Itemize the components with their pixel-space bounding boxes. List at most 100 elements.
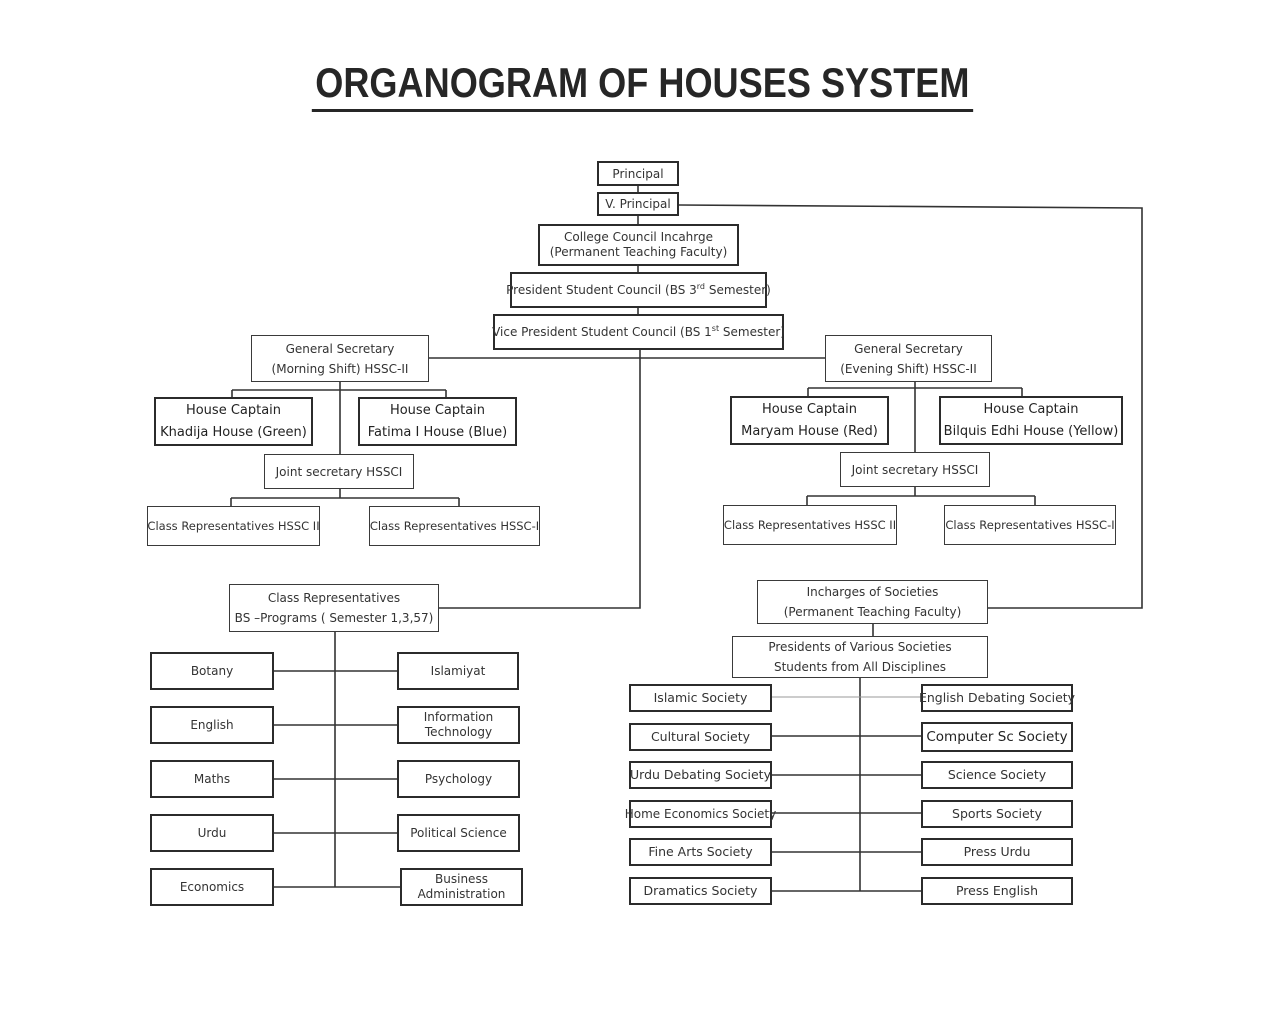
subject-box: Economics xyxy=(150,868,274,906)
society-box: Dramatics Society xyxy=(629,877,772,905)
society-box: Islamic Society xyxy=(629,684,772,712)
house-captain-bilquis-title: House Captain xyxy=(983,401,1079,417)
subject-box: Political Science xyxy=(397,814,520,852)
vice-president-student-council-label: Vice President Student Council (BS 1st S… xyxy=(492,322,785,342)
subject-label-line2: Technology xyxy=(424,725,493,739)
subject-label: English xyxy=(190,718,234,732)
house-captain-maryam-title: House Captain xyxy=(761,401,858,417)
society-box: English Debating Society xyxy=(918,684,1076,712)
class-rep-hssc-ii-morning-label: Class Representatives HSSC II xyxy=(147,519,320,533)
society-box: Fine Arts Society xyxy=(629,838,772,866)
class-reps-bs-subtitle: BS –Programs ( Semester 1,3,57) xyxy=(234,611,434,625)
society-label: Press Urdu xyxy=(963,844,1031,859)
vice-president-sup: st xyxy=(711,324,720,333)
society-box: Sports Society xyxy=(921,800,1073,828)
society-box: Home Economics Society xyxy=(625,800,776,828)
society-box: Computer Sc Society xyxy=(921,722,1073,752)
vice-principal-box: V. Principal xyxy=(597,192,679,216)
subject-label: Maths xyxy=(193,772,231,786)
incharges-societies-box: Incharges of Societies (Permanent Teachin… xyxy=(757,580,988,624)
class-reps-bs-box: Class Representatives BS –Programs ( Seme… xyxy=(229,584,439,632)
society-box: Press English xyxy=(921,877,1073,905)
society-box: Urdu Debating Society xyxy=(629,761,772,789)
subject-label: Botany xyxy=(190,664,234,678)
subject-box: Botany xyxy=(150,652,274,690)
house-captain-fatima-title: House Captain xyxy=(389,402,486,418)
house-captain-khadija-house: Khadija House (Green) xyxy=(160,424,307,440)
college-council-title: College Council Incahrge xyxy=(563,230,714,244)
subject-box: Islamiyat xyxy=(397,652,519,690)
society-label: Sports Society xyxy=(952,806,1042,821)
society-label: Home Economics Society xyxy=(624,807,777,821)
house-captain-maryam-house: Maryam House (Red) xyxy=(741,423,878,439)
class-reps-bs-title: Class Representatives xyxy=(267,591,401,605)
society-label: Cultural Society xyxy=(650,729,751,744)
presidents-societies-title: Presidents of Various Societies xyxy=(768,640,952,654)
president-student-council-box: President Student Council (BS 3rd Semest… xyxy=(506,272,771,308)
incharges-societies-title: Incharges of Societies xyxy=(806,585,939,599)
principal-box: Principal xyxy=(597,161,679,186)
joint-secretary-evening-label: Joint secretary HSSCI xyxy=(851,462,979,477)
college-council-box: College Council Incahrge(Permanent Teach… xyxy=(538,224,739,266)
subject-box: Urdu xyxy=(150,814,274,852)
class-rep-hssc-i-evening-box: Class Representatives HSSC-I xyxy=(944,505,1116,545)
class-rep-hssc-ii-evening-label: Class Representatives HSSC II xyxy=(723,518,897,532)
president-student-council-label: President Student Council (BS 3rd Semest… xyxy=(506,280,771,300)
class-rep-hssc-ii-evening-box: Class Representatives HSSC II xyxy=(723,505,897,545)
society-label: Dramatics Society xyxy=(643,883,758,898)
joint-secretary-morning-box: Joint secretary HSSCI xyxy=(264,454,414,489)
general-secretary-morning-subtitle: (Morning Shift) HSSC-II xyxy=(271,361,409,376)
society-label: Computer Sc Society xyxy=(926,729,1068,745)
society-label: Science Society xyxy=(947,767,1047,782)
page-title-text: ORGANOGRAM OF HOUSES SYSTEM xyxy=(311,58,973,112)
class-rep-hssc-i-evening-label: Class Representatives HSSC-I xyxy=(945,518,1115,532)
class-rep-hssc-i-morning-box: Class Representatives HSSC-I xyxy=(369,506,540,546)
society-label: Urdu Debating Society xyxy=(630,767,771,782)
general-secretary-evening-box: General Secretary (Evening Shift) HSSC-II xyxy=(825,335,992,382)
subject-label: Business xyxy=(435,872,488,886)
house-captain-bilquis-house: Bilquis Edhi House (Yellow) xyxy=(943,423,1119,439)
house-captain-fatima-house: Fatima I House (Blue) xyxy=(367,424,508,440)
subject-label-line2: Administration xyxy=(417,887,506,901)
principal-label: Principal xyxy=(612,166,664,181)
subject-label: Economics xyxy=(179,880,245,894)
class-rep-hssc-i-morning-label: Class Representatives HSSC-I xyxy=(369,519,540,533)
general-secretary-morning-title: General Secretary xyxy=(285,341,395,356)
presidents-societies-subtitle: Students from All Disciplines xyxy=(773,660,947,674)
vice-principal-label: V. Principal xyxy=(605,197,671,211)
subject-box: Maths xyxy=(150,760,274,798)
society-box: Press Urdu xyxy=(921,838,1073,866)
joint-secretary-evening-box: Joint secretary HSSCI xyxy=(840,452,990,487)
vice-president-student-council-box: Vice President Student Council (BS 1st S… xyxy=(492,314,785,350)
society-label: Islamic Society xyxy=(653,690,748,705)
general-secretary-morning-box: General Secretary (Morning Shift) HSSC-II xyxy=(251,335,429,382)
president-suffix: Semester) xyxy=(705,283,771,297)
vice-president-suffix: Semester) xyxy=(719,325,785,339)
joint-secretary-morning-label: Joint secretary HSSCI xyxy=(275,464,403,479)
subject-label: Information xyxy=(423,710,494,724)
subject-label: Islamiyat xyxy=(430,664,486,678)
general-secretary-evening-title: General Secretary xyxy=(854,341,963,356)
society-box: Cultural Society xyxy=(629,723,772,751)
college-council-subtitle: (Permanent Teaching Faculty) xyxy=(549,245,728,259)
society-box: Science Society xyxy=(921,761,1073,789)
subject-label: Psychology xyxy=(424,772,493,786)
subject-box: English xyxy=(150,706,274,744)
society-label: Fine Arts Society xyxy=(648,844,753,859)
class-rep-hssc-ii-morning-box: Class Representatives HSSC II xyxy=(147,506,320,546)
general-secretary-evening-subtitle: (Evening Shift) HSSC-II xyxy=(840,361,977,376)
incharges-societies-subtitle: (Permanent Teaching Faculty) xyxy=(783,605,962,619)
subject-label: Urdu xyxy=(197,826,227,840)
page-title: ORGANOGRAM OF HOUSES SYSTEM xyxy=(0,58,1280,112)
president-text: President Student Council (BS 3 xyxy=(506,283,697,297)
president-sup: rd xyxy=(696,282,706,291)
subject-label: Political Science xyxy=(410,826,507,840)
society-label: English Debating Society xyxy=(918,690,1076,705)
